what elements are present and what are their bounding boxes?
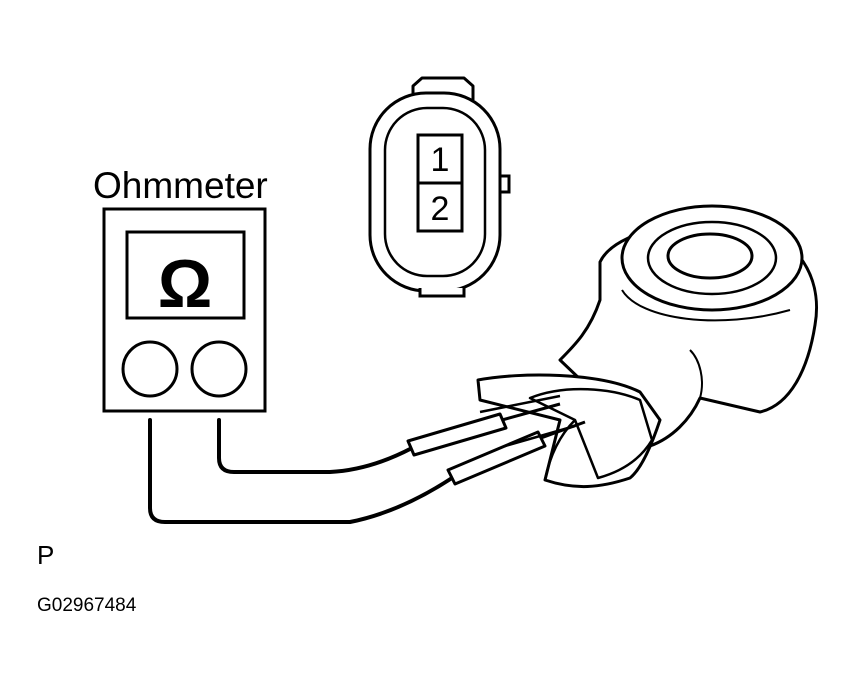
- test-probe-tip-1: [501, 402, 561, 422]
- sensor-edge-line: [621, 289, 791, 322]
- sensor-connector-hood: [528, 387, 654, 480]
- sensor-pin: [504, 424, 576, 448]
- ohm-symbol-icon: Ω: [158, 246, 213, 322]
- test-probe-1: [406, 412, 508, 457]
- sensor-connector: 1 2: [368, 76, 511, 298]
- meter-terminal-right: [190, 340, 248, 398]
- test-lead-wire-2: [148, 418, 454, 524]
- test-leads: [148, 418, 454, 524]
- test-probes: [406, 394, 586, 486]
- meter-terminal-left: [121, 340, 179, 398]
- view-letter: P: [37, 540, 54, 570]
- ohmmeter-label: Ohmmeter: [93, 165, 268, 206]
- knock-sensor: [476, 204, 818, 488]
- test-lead-wire-1: [217, 418, 414, 474]
- connector-pin-cavity-2: [416, 181, 464, 233]
- ohmmeter: Ohmmeter Ω: [93, 165, 268, 413]
- ohmmeter-display: [125, 230, 246, 320]
- connector-bottom-tab: [418, 288, 466, 298]
- sensor-connector-lip: [543, 419, 576, 481]
- sensor-pin: [479, 394, 561, 414]
- sensor-center-bore: [666, 232, 754, 280]
- connector-pin-label-1: 1: [431, 141, 450, 179]
- connector-pin-label-2: 2: [431, 190, 450, 228]
- figure-code: G02967484: [37, 595, 137, 616]
- sensor-edge-line: [689, 349, 703, 399]
